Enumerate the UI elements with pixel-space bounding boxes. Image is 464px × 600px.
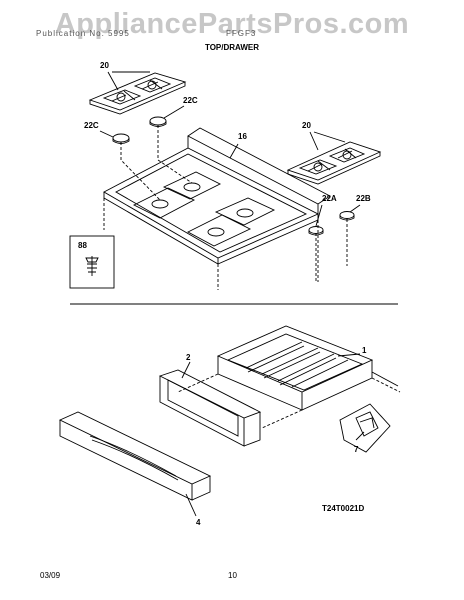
leader-16 — [229, 143, 239, 159]
drawer-liner — [158, 369, 262, 447]
watermark: AppliancePartsPros.com — [54, 8, 410, 40]
left-burner-grate — [88, 72, 187, 115]
leader-22a — [315, 204, 323, 227]
leader-22b — [349, 204, 361, 213]
callout-22c-left: 22C — [84, 121, 99, 130]
model-number: FFGF3 — [226, 29, 257, 38]
callout-22a: 22A — [322, 194, 337, 203]
footer-date: 03/09 — [40, 571, 61, 580]
callout-7: 7 — [354, 445, 359, 454]
leader-1 — [337, 353, 361, 357]
callout-20-left: 20 — [100, 61, 109, 70]
leader-20-right — [309, 131, 346, 151]
callout-2: 2 — [186, 353, 191, 362]
publication-number: Publication No. 5995 — [36, 29, 130, 38]
callout-4: 4 — [196, 518, 201, 527]
callout-20-right: 20 — [302, 121, 311, 130]
right-burner-grate — [286, 141, 382, 185]
leader-2 — [181, 361, 191, 379]
footer-page-number: 10 — [228, 571, 237, 580]
callout-1: 1 — [362, 346, 367, 355]
valve-inset — [69, 235, 115, 289]
drawer-front-panel — [58, 411, 212, 501]
leader-22c-right — [163, 105, 185, 119]
leader-22c-left — [99, 130, 114, 138]
callout-22c-right: 22C — [183, 96, 198, 105]
drawer-glide-inset — [339, 403, 391, 453]
top-guide-lines — [103, 125, 348, 290]
leader-4 — [185, 493, 197, 517]
leader-20-left — [107, 71, 150, 91]
callout-88: 88 — [78, 241, 87, 250]
section-title: TOP/DRAWER — [204, 43, 260, 52]
drawer-body — [216, 325, 399, 411]
cooktop — [103, 127, 331, 265]
leader-7 — [355, 431, 365, 441]
diagram-id: T24T0021D — [322, 504, 365, 513]
callout-16: 16 — [238, 132, 247, 141]
burner-cap-22b — [339, 211, 355, 221]
callout-22b: 22B — [356, 194, 371, 203]
